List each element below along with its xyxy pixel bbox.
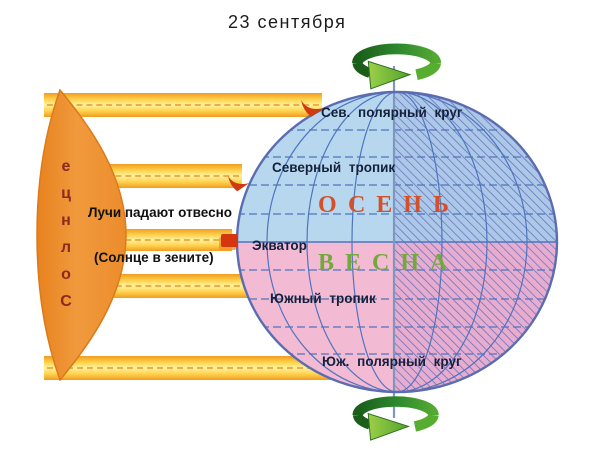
label-season-spring: ВЕСНА — [318, 250, 459, 276]
sun-letter: С — [60, 293, 72, 310]
date-title: 23 сентября — [228, 12, 347, 32]
sun-letter: е — [61, 158, 71, 175]
rays-caption-line2: (Солнце в зените) — [94, 250, 214, 265]
rays-caption-line1: Лучи падают отвесно — [88, 205, 233, 220]
meridian-lines — [266, 92, 528, 392]
sun-letter: о — [61, 266, 71, 283]
ray-arrowhead-tropic — [227, 175, 250, 192]
label-north-tropic: Северный тропик — [272, 160, 396, 175]
sun-letter: л — [60, 239, 72, 256]
ray-arrowhead-polar — [301, 100, 324, 117]
sun-crescent — [36, 88, 127, 382]
sun-letter: ц — [61, 185, 71, 202]
rotation-arrow-top-icon — [352, 43, 442, 90]
label-equator: Экватор — [252, 238, 307, 253]
sun-vertical-label: е ц н л о С — [52, 158, 80, 310]
label-south-polar-circle: Юж. полярный круг — [322, 354, 462, 369]
ray-marker-equator — [221, 234, 238, 247]
globe — [235, 66, 559, 418]
label-south-tropic: Южный тропик — [270, 291, 376, 306]
label-season-autumn: ОСЕНЬ — [318, 192, 460, 218]
sun-letter: н — [61, 212, 71, 229]
sun-crescent-shape — [36, 88, 127, 382]
label-north-polar-circle: Сев. полярный круг — [321, 105, 463, 120]
rotation-arrow-bottom-icon — [352, 396, 439, 441]
sun-ray-polar — [44, 93, 322, 117]
